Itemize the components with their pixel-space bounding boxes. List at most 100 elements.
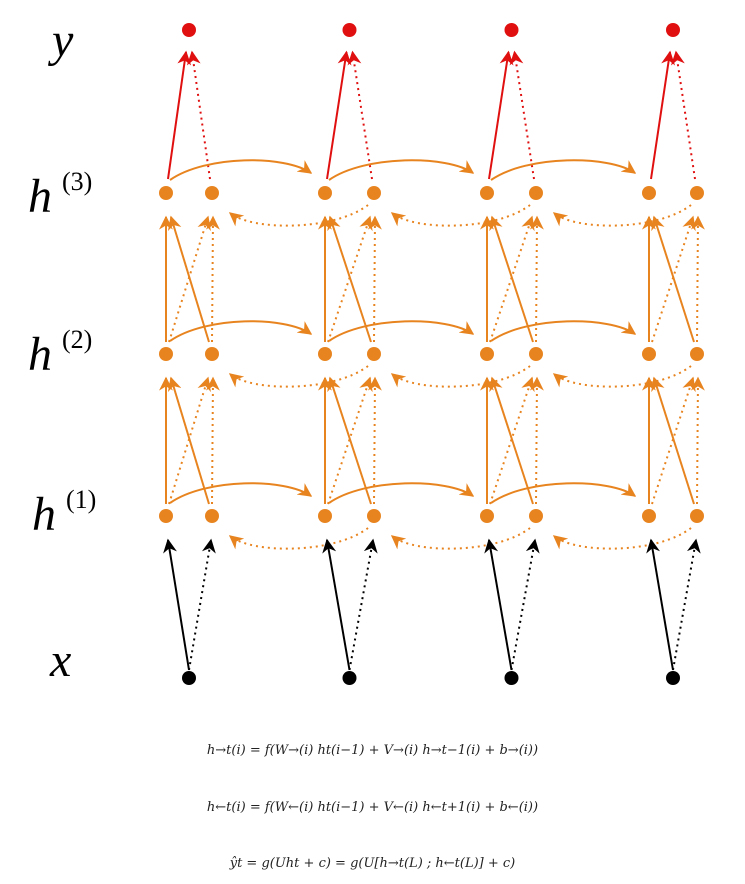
recurrent-forward-t1-l2 <box>169 320 313 342</box>
input-node-t2 <box>342 671 357 685</box>
equation-backward: h←t(i) = f(W←(i) ht(i−1) + V←(i) h←t+1(i… <box>206 800 539 815</box>
network-graph <box>159 23 705 685</box>
recurrent-forward-t2-l1 <box>328 482 475 504</box>
layer-arrow-rl-t1-l2 <box>167 215 210 343</box>
output-arrow-backward-t3 <box>509 50 535 180</box>
recurrent-backward-t2-l1 <box>390 527 531 550</box>
layer-arrow-rr-t1-l2 <box>205 215 220 343</box>
hidden-node-forward-l2-t3 <box>480 347 494 361</box>
output-node-t2 <box>342 23 357 37</box>
layer-arrow-lr-t1-l2 <box>168 215 211 343</box>
hidden-node-forward-l3-t1 <box>159 186 173 200</box>
label-h1-sup: (1) <box>66 485 96 514</box>
label-x: x <box>49 634 71 687</box>
hidden-node-forward-l1-t4 <box>642 509 656 523</box>
hidden-node-forward-l2-t2 <box>318 347 332 361</box>
recurrent-backward-t2-l2 <box>390 365 531 388</box>
input-arrow-forward-t4 <box>646 538 674 671</box>
hidden-node-backward-l3-t4 <box>690 186 704 200</box>
input-node-t3 <box>504 671 519 685</box>
layer-arrow-rr-t3-l2 <box>529 215 544 343</box>
layer-arrow-rr-t3-l1 <box>529 376 544 505</box>
hidden-node-forward-l1-t2 <box>318 509 332 523</box>
layer-arrow-rr-t2-l2 <box>367 215 382 343</box>
recurrent-forward-t2-l3 <box>328 159 475 181</box>
layer-arrow-lr-t3-l2 <box>489 215 535 343</box>
recurrent-forward-t1-l3 <box>169 159 313 181</box>
label-y: y <box>47 14 74 67</box>
input-arrow-backward-t2 <box>348 538 378 671</box>
layer-arrow-rl-t4-l2 <box>651 215 695 343</box>
output-arrow-forward-t3 <box>488 50 514 180</box>
label-h1: h (1) <box>32 485 96 541</box>
output-node-t3 <box>504 23 519 37</box>
recurrent-forward-t3-l1 <box>490 482 637 504</box>
layer-arrow-lr-t2-l2 <box>327 215 373 343</box>
output-arrow-backward-t2 <box>347 50 373 180</box>
equation-output: ŷt = g(Uht + c) = g(U[h→t(L) ; h←t(L)] +… <box>229 856 516 871</box>
output-node-t1 <box>182 23 196 37</box>
layer-arrow-rr-t4-l1 <box>690 376 705 505</box>
recurrent-backward-t1-l2 <box>228 365 369 388</box>
hidden-node-backward-l2-t3 <box>529 347 543 361</box>
output-arrow-backward-t1 <box>186 50 211 180</box>
layer-arrow-lr-t3-l1 <box>489 376 535 505</box>
layer-arrow-lr-t4-l2 <box>651 215 696 343</box>
hidden-node-forward-l3-t3 <box>480 186 494 200</box>
recurrent-backward-t2-l3 <box>390 204 531 227</box>
hidden-node-backward-l1-t1 <box>205 509 219 523</box>
hidden-node-backward-l2-t2 <box>367 347 381 361</box>
output-arrow-forward-t1 <box>167 50 192 180</box>
input-arrow-forward-t2 <box>322 538 351 671</box>
layer-arrow-lr-t2-l1 <box>327 376 373 505</box>
label-h3: h (3) <box>28 167 92 223</box>
hidden-node-backward-l3-t2 <box>367 186 381 200</box>
input-arrow-backward-t1 <box>188 538 216 671</box>
hidden-node-backward-l2-t4 <box>690 347 704 361</box>
output-arrow-forward-t2 <box>326 50 352 180</box>
output-arrow-forward-t4 <box>650 50 676 180</box>
layer-arrow-rl-t4-l1 <box>651 376 695 505</box>
output-arrow-backward-t4 <box>670 50 696 180</box>
recurrent-backward-t1-l3 <box>228 204 369 227</box>
layer-arrow-rr-t1-l1 <box>205 376 220 505</box>
recurrent-backward-t3-l3 <box>552 204 692 227</box>
layer-arrow-lr-t4-l1 <box>651 376 696 505</box>
label-h2: h (2) <box>28 325 92 381</box>
hidden-node-backward-l1-t4 <box>690 509 704 523</box>
label-h1-base: h <box>32 488 56 541</box>
label-h2-sup: (2) <box>62 325 92 354</box>
hidden-node-forward-l2-t4 <box>642 347 656 361</box>
hidden-node-backward-l3-t1 <box>205 186 219 200</box>
hidden-node-forward-l3-t2 <box>318 186 332 200</box>
recurrent-backward-t1-l1 <box>228 527 369 550</box>
hidden-node-backward-l2-t1 <box>205 347 219 361</box>
layer-arrow-rl-t1-l1 <box>167 376 210 505</box>
hidden-node-backward-l1-t3 <box>529 509 543 523</box>
layer-arrow-rr-t2-l1 <box>367 376 382 505</box>
input-arrow-forward-t1 <box>163 538 190 671</box>
recurrent-forward-t3-l2 <box>490 320 637 342</box>
input-node-t4 <box>666 671 680 685</box>
layer-arrow-rl-t2-l1 <box>327 376 372 505</box>
deep-bidirectional-rnn-diagram: y h (3) h (2) h (1) x <box>28 14 705 687</box>
input-arrow-backward-t4 <box>672 538 701 671</box>
hidden-node-backward-l3-t3 <box>529 186 543 200</box>
hidden-node-forward-l3-t4 <box>642 186 656 200</box>
hidden-node-forward-l1-t3 <box>480 509 494 523</box>
layer-arrow-lr-t1-l1 <box>168 376 211 505</box>
layer-arrow-rr-t4-l2 <box>690 215 705 343</box>
equation-forward: h→t(i) = f(W→(i) ht(i−1) + V→(i) h→t−1(i… <box>206 743 539 758</box>
layer-arrow-rl-t3-l1 <box>489 376 534 505</box>
output-node-t4 <box>666 23 680 37</box>
input-arrow-backward-t3 <box>510 538 540 671</box>
recurrent-backward-t3-l2 <box>552 365 692 388</box>
hidden-node-forward-l1-t1 <box>159 509 173 523</box>
recurrent-forward-t1-l1 <box>169 482 313 504</box>
recurrent-forward-t3-l3 <box>490 159 637 181</box>
input-arrow-forward-t3 <box>484 538 513 671</box>
label-h3-base: h <box>28 170 52 223</box>
layer-arrow-rl-t2-l2 <box>327 215 372 343</box>
label-h3-sup: (3) <box>62 167 92 196</box>
input-node-t1 <box>182 671 196 685</box>
